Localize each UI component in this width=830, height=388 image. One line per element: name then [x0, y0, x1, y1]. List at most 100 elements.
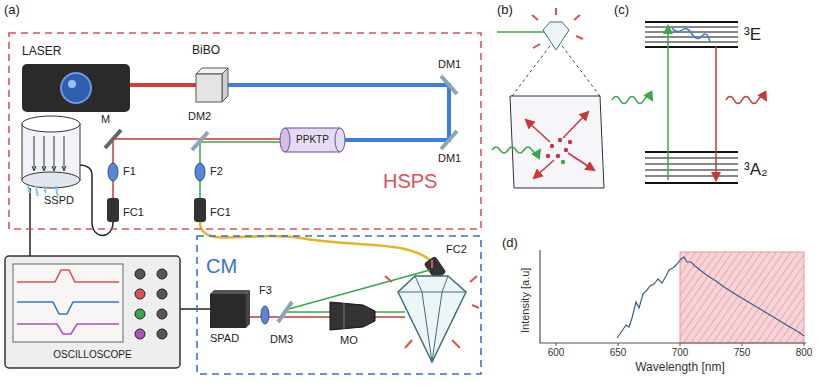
glow-ray — [574, 15, 580, 20]
tick-label: 650 — [610, 347, 627, 359]
panel-label: (d) — [502, 236, 518, 251]
dichroic-mirror — [441, 76, 457, 94]
energy-levels — [645, 22, 738, 183]
part-label: M — [101, 113, 110, 126]
scope-knob — [157, 309, 167, 319]
scope-knob — [135, 329, 145, 339]
dichroic-mirror — [441, 131, 457, 149]
glow-rays — [532, 8, 583, 48]
crystal-cylinder: PPKTP — [280, 128, 345, 152]
energy-level — [645, 170, 738, 171]
energy-level — [645, 151, 738, 153]
text-holder: F2 — [210, 165, 223, 178]
scope-trace — [17, 324, 119, 334]
signal-beam — [200, 142, 280, 198]
diamond-facet — [398, 292, 466, 293]
part-label: F3 — [259, 284, 272, 297]
energy-level — [645, 164, 738, 165]
axis-tick — [680, 343, 681, 346]
region-border — [197, 236, 481, 374]
zoom-line — [512, 46, 550, 96]
glow-ray — [472, 305, 479, 308]
nv-center — [561, 160, 565, 164]
axis-ticks — [556, 343, 804, 346]
text-holder: F3 — [259, 284, 272, 297]
emission-arrow — [534, 160, 554, 178]
glow-ray — [452, 340, 460, 348]
text-holder: OSCILLOSCOPE — [53, 349, 131, 361]
filter — [195, 163, 205, 181]
cube-side — [222, 68, 228, 102]
absorption-arrow — [667, 26, 669, 180]
nanowire-arrow — [52, 166, 56, 171]
text-holder: CM — [206, 255, 237, 278]
text-holder: ³A₂ — [744, 160, 768, 180]
crystal-end — [335, 128, 345, 152]
zoom-line — [562, 46, 600, 96]
detector-cryostat-shape — [22, 116, 80, 188]
detector-cryostat: SSPD — [22, 116, 80, 188]
text-holder: (c) — [614, 3, 629, 18]
fiber-coupler — [194, 198, 206, 222]
part-label: DM1 — [438, 152, 461, 165]
text-holder: Wavelength [nm] — [635, 361, 725, 375]
node-label: PPKTP — [296, 134, 329, 146]
detector-box: SPAD — [210, 290, 250, 328]
text-holder: F1 — [123, 165, 136, 178]
part-label: DM1 — [438, 58, 461, 71]
diamond — [398, 276, 466, 362]
text-holder: 800 — [796, 347, 813, 359]
energy-level — [645, 176, 738, 177]
energy-level — [645, 182, 738, 184]
excitation-wave — [492, 147, 540, 153]
text-holder: SSPD — [44, 194, 74, 207]
text-holder: SPAD — [210, 332, 239, 345]
signal-cable — [180, 308, 210, 310]
panel-label: (b) — [497, 3, 513, 18]
excitation-wave — [612, 97, 652, 104]
glow-ray — [555, 8, 557, 15]
laser-box: LASER — [22, 64, 130, 112]
crystal-cube: BiBO — [196, 68, 228, 102]
fluorescence-beam — [250, 316, 405, 318]
energy-level — [645, 37, 738, 38]
crystal-body — [285, 128, 340, 152]
node-label: SSPD — [44, 194, 74, 207]
laser-body — [22, 64, 130, 112]
dichroic-mirror — [192, 132, 208, 150]
objective-ring — [344, 303, 345, 329]
energy-level — [645, 42, 738, 43]
node-label: OSCILLOSCOPE — [53, 349, 131, 361]
nv-center — [558, 138, 562, 142]
emission-arrow — [715, 46, 717, 180]
text-holder: Intensity [a.u] — [493, 294, 558, 307]
axis-tick — [556, 343, 557, 346]
glow-ray — [532, 15, 538, 20]
cube-front — [196, 74, 222, 102]
laser-box-shape — [22, 64, 130, 112]
text-holder: FC1 — [123, 206, 144, 219]
part-label: FC1 — [123, 206, 144, 219]
crystal-end — [280, 128, 290, 152]
text-holder: LASER — [22, 45, 61, 59]
axis-title: Intensity [a.u] — [520, 267, 533, 332]
text-holder: FC2 — [446, 243, 467, 256]
scope-knob — [157, 289, 167, 299]
cryostat-top — [22, 116, 80, 132]
scope-knob — [157, 329, 167, 339]
detector-front — [210, 294, 246, 328]
tick-label: 600 — [548, 347, 565, 359]
text-holder: PPKTP — [296, 134, 329, 146]
filter — [108, 163, 118, 181]
cm-region: SPADMOCM — [196, 235, 482, 375]
diamond — [543, 22, 569, 50]
text-holder: 650 — [610, 347, 627, 359]
nv-center — [568, 140, 572, 144]
oscilloscope: OSCILLOSCOPE — [5, 256, 180, 368]
text-holder: 600 — [548, 347, 565, 359]
glow-ray — [533, 44, 540, 48]
nv-center — [546, 154, 550, 158]
text-holder: BiBO — [192, 44, 220, 58]
axis-tick — [618, 343, 619, 346]
